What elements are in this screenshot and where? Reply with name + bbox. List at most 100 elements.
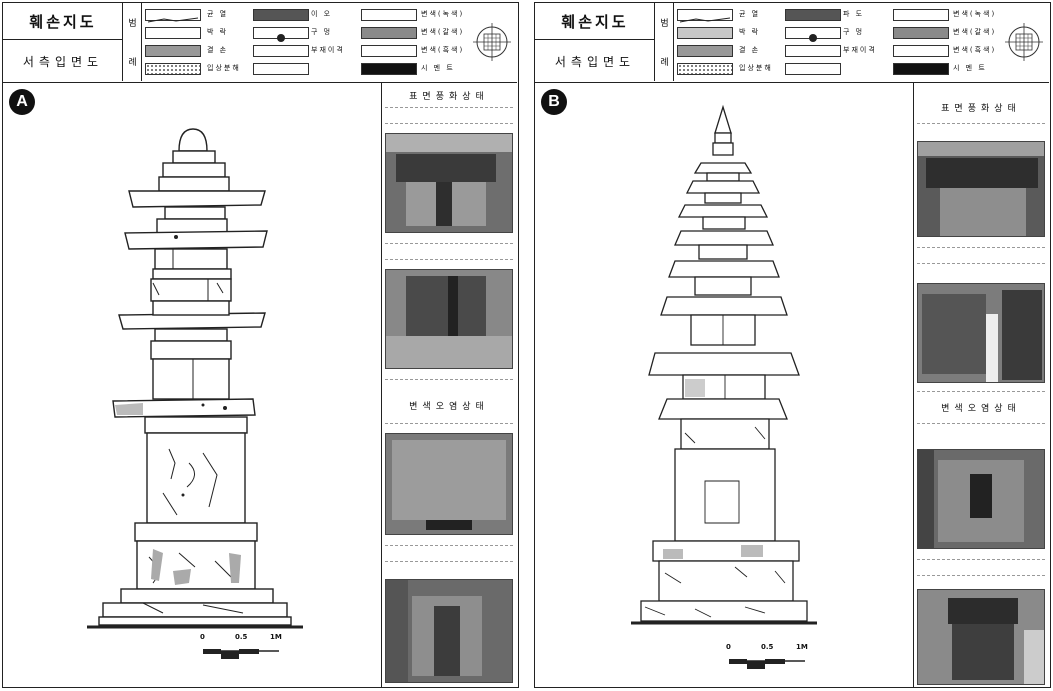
title-sub: 서측입면도: [554, 54, 636, 69]
title-main: 훼손지도: [3, 3, 123, 40]
photo-column: 표면풍화상태 변색오염상태: [913, 83, 1049, 687]
swatch-black: [361, 63, 417, 75]
legend-label: 변색(갈색): [953, 28, 997, 36]
divider: [385, 259, 513, 260]
legend-row: 박 락 구 멍 변색(갈색): [677, 25, 999, 42]
swatch-crack: [145, 9, 201, 23]
pagoda-elevation-b: [631, 104, 817, 625]
swatch-white: [893, 45, 949, 57]
divider: [385, 107, 513, 108]
weathering-photo-1: [385, 133, 513, 233]
legend-vertical-label: 범 례: [656, 3, 674, 81]
elevation-drawing-area: B: [535, 83, 915, 687]
legend-label: 변색(녹색): [953, 10, 997, 18]
compass-icon: [1005, 23, 1043, 61]
swatch-light: [361, 9, 417, 21]
legend-row: 입상분해 시 멘 트: [145, 61, 467, 78]
legend-label: 균 열: [207, 10, 229, 18]
discoloration-photo-2: [385, 579, 513, 683]
weathering-photo-2: [385, 269, 513, 369]
swatch-spall: [145, 27, 201, 39]
legend-vertical-label: 범 례: [124, 3, 142, 81]
panel-a: 훼손지도 서측입면도 범 례 균 열 이 오 변색(녹색) 박 락 구 멍 변: [2, 2, 519, 688]
panel-marker-a: A: [9, 89, 35, 115]
legend-label: 입상분해: [207, 64, 241, 72]
divider: [917, 575, 1045, 576]
legend-grid: 균 열 파 도 변색(녹색) 박 락 구 멍 변색(갈색) 결 손 부재이격: [677, 7, 999, 79]
legend-row: 박 락 구 멍 변색(갈색): [145, 25, 467, 42]
legend-label: 변색(흑색): [421, 46, 465, 54]
legend-label: 부재이격: [843, 46, 877, 54]
swatch-dark: [785, 9, 841, 21]
legend-row: 균 열 파 도 변색(녹색): [677, 7, 999, 24]
swatch-hole: [785, 27, 841, 42]
swatch-blank: [253, 63, 309, 75]
divider: [385, 123, 513, 124]
scale-label: 1M: [796, 643, 808, 651]
photo-label-discoloration: 변색오염상태: [409, 401, 489, 412]
legend-row: 입상분해 시 멘 트: [677, 61, 999, 78]
divider: [917, 247, 1045, 248]
legend-vert-char: 범: [660, 19, 669, 29]
swatch-light: [893, 9, 949, 21]
swatch-hole: [253, 27, 309, 42]
legend-vert-char: 범: [128, 19, 137, 29]
swatch-loss: [677, 45, 733, 57]
divider: [385, 423, 513, 424]
legend-label: 결 손: [739, 46, 761, 54]
legend-label: 부재이격: [311, 46, 345, 54]
swatch-granular: [677, 63, 733, 75]
scale-label: 0.5: [761, 643, 774, 651]
legend-label: 파 도: [843, 10, 865, 18]
scale-label: 0.5: [235, 633, 248, 641]
pagoda-elevation-a: [87, 128, 303, 629]
legend-label: 시 멘 트: [953, 64, 987, 72]
legend-label: 이 오: [311, 10, 333, 18]
swatch-blank: [785, 63, 841, 75]
title-main: 훼손지도: [535, 3, 655, 40]
divider: [385, 561, 513, 562]
title-sub: 서측입면도: [22, 54, 104, 69]
divider: [917, 559, 1045, 560]
elevation-drawing-area: A: [3, 83, 383, 687]
scale-bar: [729, 659, 805, 669]
legend-header: 훼손지도 서측입면도 범 례 균 열 이 오 변색(녹색) 박 락 구 멍 변: [3, 3, 517, 83]
weathering-photo-2: [917, 283, 1045, 383]
swatch-dark: [253, 9, 309, 21]
swatch-gap: [785, 45, 841, 57]
scale-bar: [203, 649, 279, 659]
title-box: 훼손지도 서측입면도: [3, 3, 123, 81]
scale-label: 0: [726, 643, 731, 651]
legend-label: 구 멍: [311, 28, 333, 36]
title-box: 훼손지도 서측입면도: [535, 3, 655, 81]
swatch-loss: [145, 45, 201, 57]
divider: [385, 243, 513, 244]
divider: [385, 379, 513, 380]
legend-label: 변색(갈색): [421, 28, 465, 36]
divider: [385, 545, 513, 546]
swatch-gap: [253, 45, 309, 57]
swatch-black: [893, 63, 949, 75]
divider: [917, 123, 1045, 124]
legend-label: 입상분해: [739, 64, 773, 72]
swatch-spall: [677, 27, 733, 39]
legend-label: 박 락: [207, 28, 229, 36]
swatch-crack: [677, 9, 733, 23]
legend-label: 구 멍: [843, 28, 865, 36]
compass-icon: [473, 23, 511, 61]
divider: [917, 263, 1045, 264]
divider: [917, 391, 1045, 392]
photo-label-weathering: 표면풍화상태: [409, 91, 489, 102]
scale-label: 1M: [270, 633, 282, 641]
discoloration-photo-1: [917, 449, 1045, 549]
photo-label-weathering: 표면풍화상태: [941, 103, 1021, 114]
photo-label-discoloration: 변색오염상태: [941, 403, 1021, 414]
legend-row: 균 열 이 오 변색(녹색): [145, 7, 467, 24]
legend-grid: 균 열 이 오 변색(녹색) 박 락 구 멍 변색(갈색) 결 손 부재이격: [145, 7, 467, 79]
legend-label: 균 열: [739, 10, 761, 18]
legend-label: 시 멘 트: [421, 64, 455, 72]
legend-vert-char: 례: [128, 58, 137, 68]
panel-marker-b: B: [541, 89, 567, 115]
discoloration-photo-2: [917, 589, 1045, 685]
divider: [917, 423, 1045, 424]
